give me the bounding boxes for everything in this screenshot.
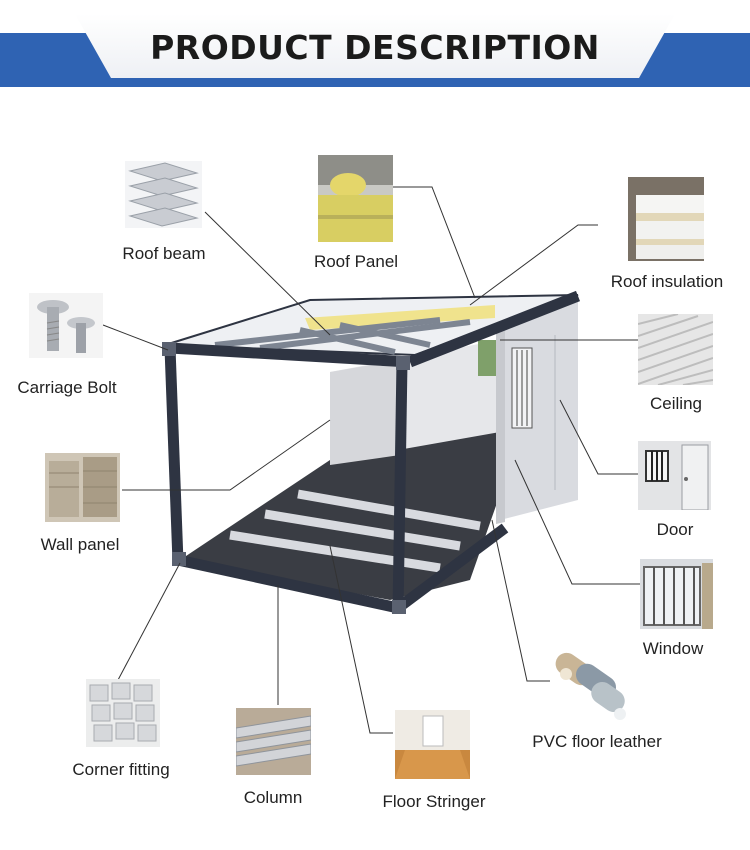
floor-stringer-label: Floor Stringer: [382, 792, 486, 811]
wall-panel-thumb: [45, 453, 120, 522]
pvc-floor-leather-label: PVC floor leather: [532, 732, 662, 751]
door-label: Door: [656, 520, 694, 539]
roof-beam-thumb: [125, 161, 202, 228]
side-wall-front: [496, 320, 505, 524]
pvc-floor-thumb: [550, 652, 628, 724]
page-title: PRODUCT DESCRIPTION: [150, 28, 600, 67]
column-thumb: [236, 708, 311, 775]
roof-panel-thumb: [318, 155, 393, 242]
wall-panel-label: Wall panel: [40, 535, 120, 554]
floor-surface: [180, 430, 505, 600]
roof-panel-label: Roof Panel: [313, 252, 399, 271]
corner-fitting-thumb: [86, 679, 160, 747]
roof-insulation-thumb: [628, 177, 704, 261]
roof-insulation-label: Roof insulation: [610, 272, 724, 291]
insulation-roll-icon: [318, 155, 393, 242]
column-label: Column: [243, 788, 303, 807]
floor-roll-icon: [555, 652, 626, 720]
ceiling-thumb: [638, 314, 713, 385]
carriage-bolt-label: Carriage Bolt: [17, 378, 117, 397]
ceiling-icon: [638, 314, 713, 385]
door-thumb: [638, 441, 711, 510]
column-icon: [236, 708, 311, 775]
window-icon: [640, 559, 713, 629]
floor-stringer-thumb: [395, 710, 470, 779]
roof-beam-icon: [128, 162, 199, 227]
sandwich-panel-icon: [628, 177, 704, 261]
corner-fitting-icon: [89, 682, 157, 742]
carriage-bolt-thumb: [29, 293, 103, 358]
banner-tab: [75, 14, 675, 78]
leader-lines: [102, 186, 640, 734]
ceiling-label: Ceiling: [650, 394, 702, 413]
window-thumb: [640, 559, 713, 629]
header-banner: PRODUCT DESCRIPTION: [0, 0, 750, 110]
corner-fitting-label: Corner fitting: [72, 760, 170, 779]
left-back-wall: [330, 360, 400, 465]
wall-panel-icon: [45, 453, 120, 522]
roof-beam-label: Roof beam: [122, 244, 206, 263]
door-icon: [638, 441, 711, 510]
window-label: Window: [642, 639, 704, 658]
floor-room-icon: [395, 710, 470, 779]
bolt-icon: [37, 300, 95, 353]
